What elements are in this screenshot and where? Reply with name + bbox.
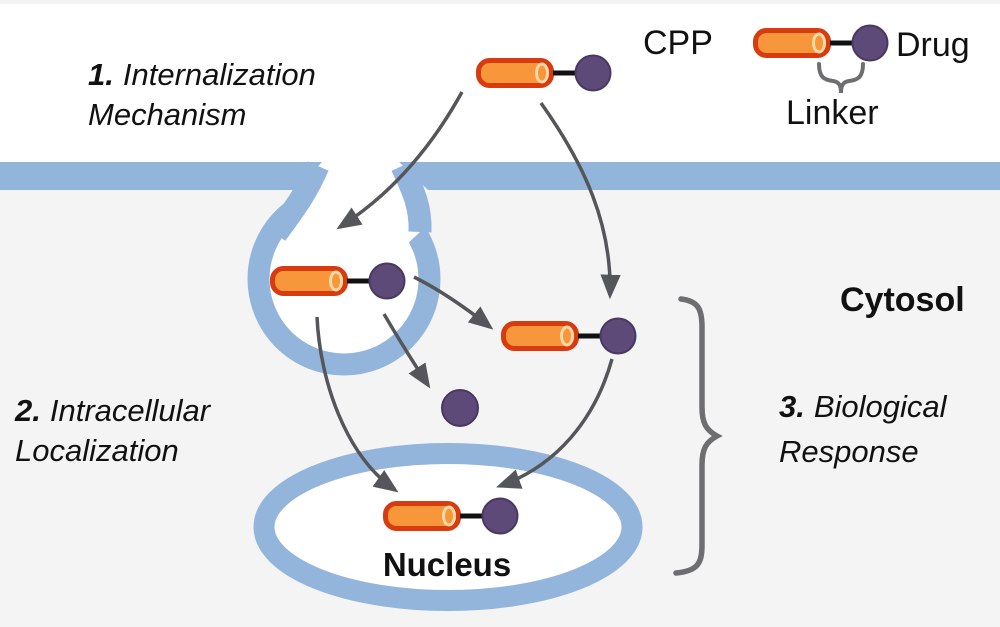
top-border-strip	[0, 0, 1000, 4]
cpp-drug-conjugate-extracellular	[479, 56, 611, 91]
arrow-vesicle-to-cytosol	[413, 275, 494, 330]
biological-response-brace	[673, 296, 723, 576]
membrane-band-left	[0, 162, 322, 190]
membrane-neck-left	[266, 161, 329, 241]
step2-text: Intracellular	[50, 393, 212, 428]
cpp-legend-label: CPP	[643, 24, 713, 62]
step3-label-line1: 3. Biological	[779, 389, 948, 424]
cpp-drug-conjugate-vesicle	[273, 264, 405, 299]
step2-number: 2.	[14, 393, 41, 428]
arrow-vesicle-to-nucleus	[315, 316, 399, 493]
step1-number: 1.	[88, 57, 114, 92]
cpp-drug-conjugate-cytosol	[504, 319, 636, 354]
step1-text: Internalization	[123, 57, 316, 92]
membrane-band-right	[399, 162, 1000, 190]
step3-number: 3.	[779, 389, 805, 424]
linker-underbrace	[817, 62, 865, 94]
arrow-cytosol-to-nucleus	[496, 358, 614, 489]
step1-label-line2: Mechanism	[88, 97, 247, 132]
cytosol-label: Cytosol	[840, 281, 965, 319]
step2-label-line2: Localization	[15, 433, 179, 468]
cpp-drug-conjugate-legend	[756, 26, 888, 61]
step3-text: Biological	[814, 389, 948, 424]
cpp-drug-conjugate-nucleus	[386, 499, 518, 534]
nucleus-label: Nucleus	[383, 546, 511, 583]
arrow-to-vesicle	[336, 91, 464, 230]
step2-label-line1: 2. Intracellular	[14, 393, 212, 428]
step3-label-line2: Response	[779, 434, 919, 469]
free-drug-circle-icon	[441, 389, 479, 427]
arrow-drug-release	[382, 313, 431, 389]
step1-label-line1: 1. Internalization	[88, 57, 316, 92]
arrow-to-cytosol	[539, 101, 621, 300]
linker-legend-label: Linker	[786, 94, 879, 132]
drug-legend-label: Drug	[896, 26, 970, 64]
